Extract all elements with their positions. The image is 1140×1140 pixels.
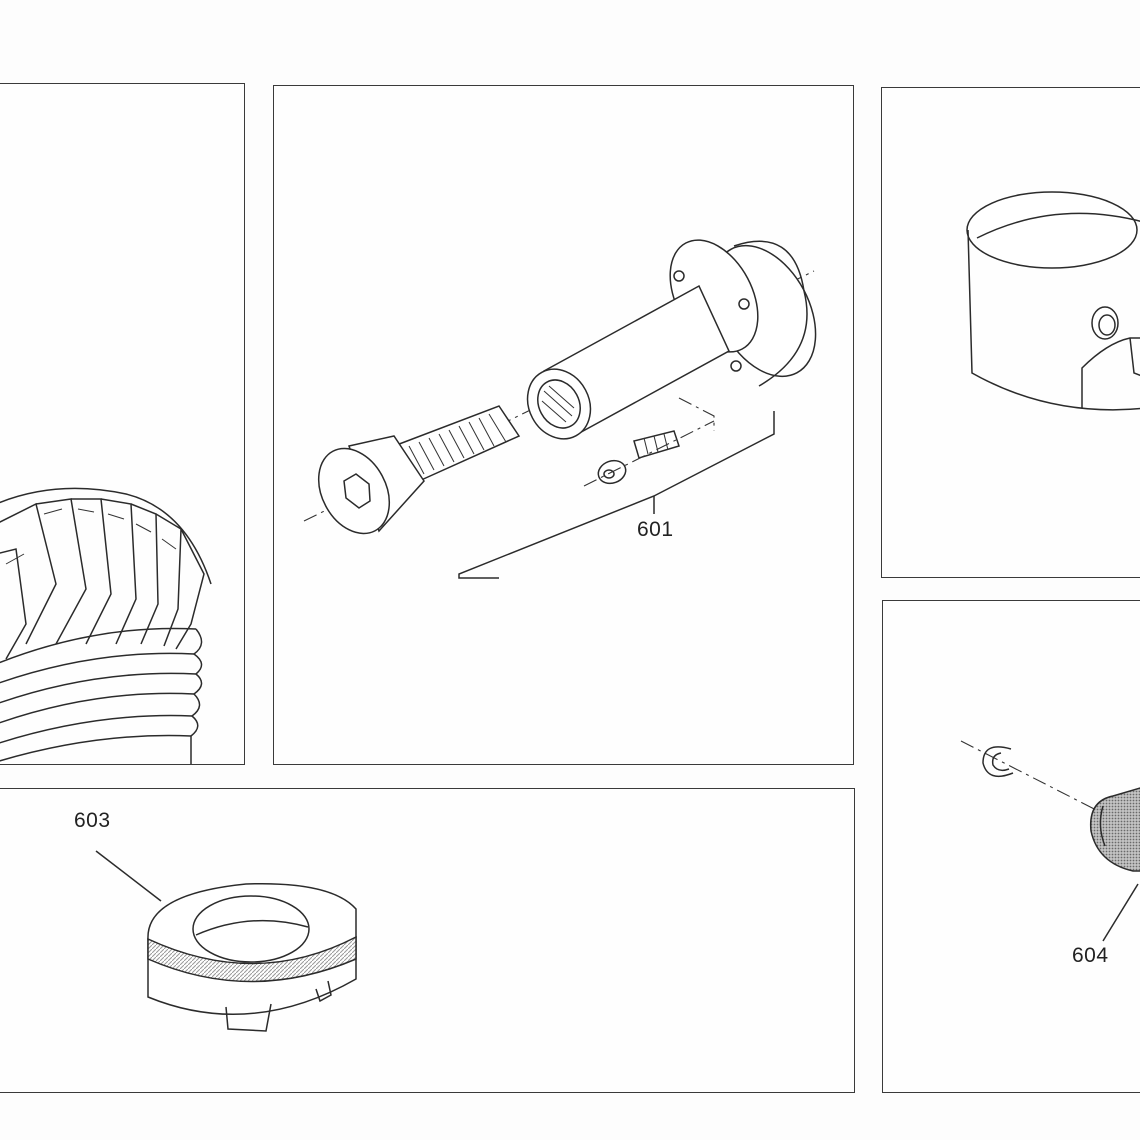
flanged-sleeve [526,239,817,440]
piston-pin-panel: 604 [882,600,1140,1093]
part-number-601: 601 [637,518,674,541]
piston-pin-drawing [960,740,1140,942]
bearing-drawing [95,850,357,1032]
piston-drawing [966,191,1140,411]
tool-assembly-drawing [303,239,817,579]
small-pin [583,397,715,487]
part-number-604: 604 [1072,944,1109,967]
piston-panel [881,87,1140,578]
cylinder-drawing [0,487,212,764]
part-number-603: 603 [74,809,111,832]
threaded-bolt [317,405,521,535]
cylinder-panel [0,83,245,765]
tool-assembly-panel: 601 [273,85,854,765]
bearing-panel: 603 [0,788,855,1093]
